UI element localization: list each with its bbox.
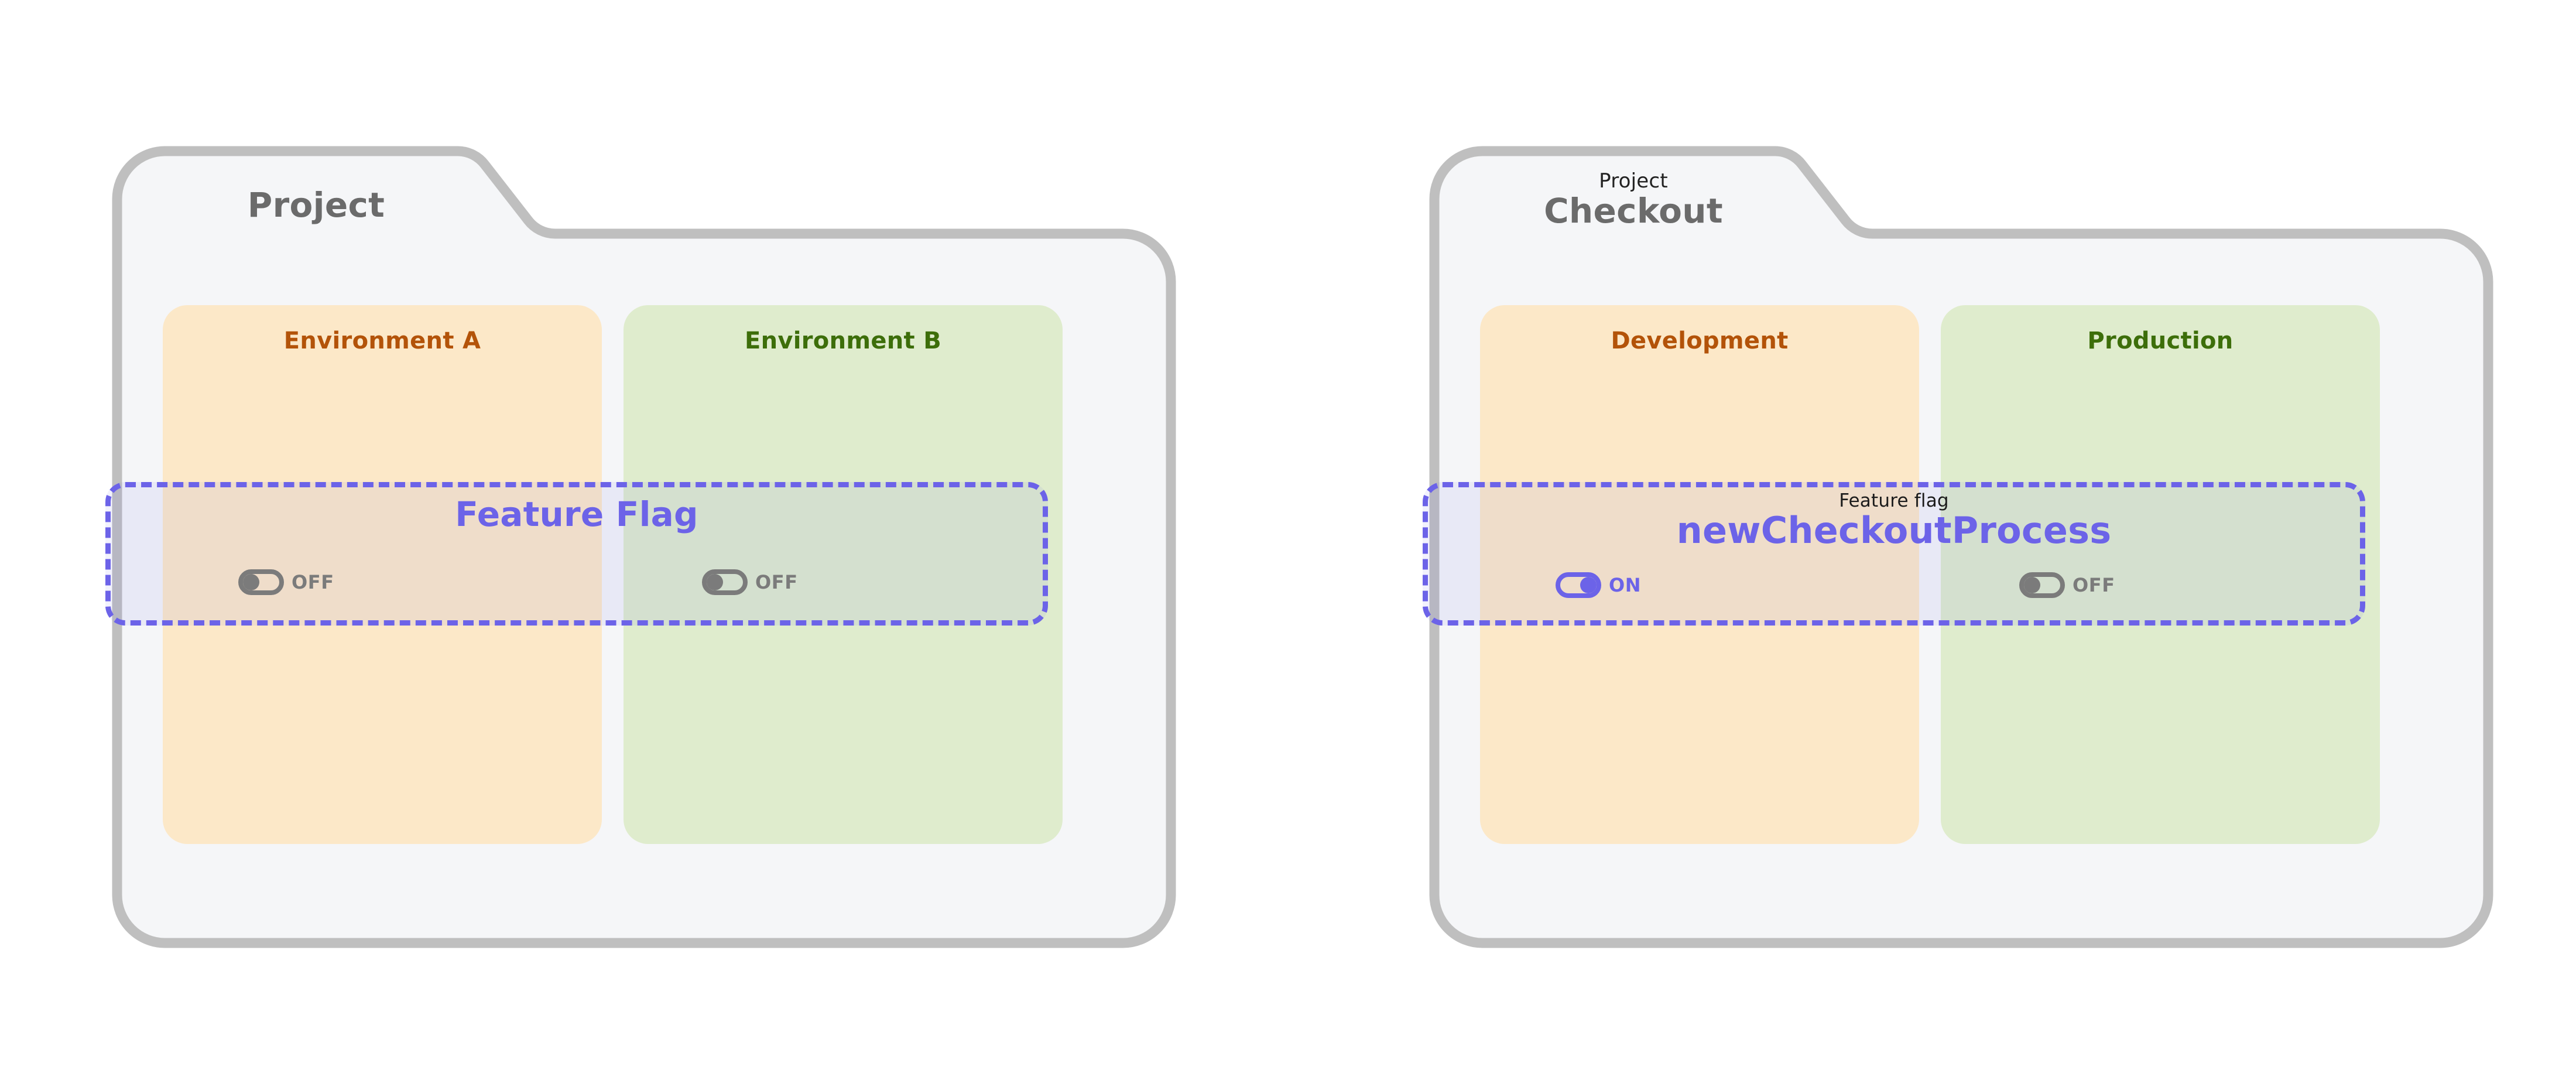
folder-project-generic[interactable]: Project Environment A Environment B Feat… (105, 145, 1177, 949)
environment-label-env-b: Environment B (745, 327, 941, 354)
feature-flag-toggle-development[interactable]: ON (1556, 572, 1641, 598)
toggle-state-label: ON (1609, 574, 1642, 596)
feature-flag-title: Feature Flag (455, 494, 698, 534)
toggle-knob (2024, 577, 2040, 593)
feature-flag-box-generic[interactable]: Feature Flag OFF OFF (105, 482, 1048, 626)
toggle-switch-on-icon[interactable] (1556, 572, 1601, 598)
feature-flag-box-checkout[interactable]: Feature flag newCheckoutProcess ON OFF (1423, 482, 2365, 626)
toggle-state-label: OFF (2073, 574, 2115, 596)
toggle-knob (243, 574, 259, 590)
toggle-switch-off-icon[interactable] (702, 569, 748, 595)
folder-project-checkout[interactable]: Project Checkout Development Production … (1423, 145, 2494, 949)
feature-flag-toggle-production[interactable]: OFF (2019, 572, 2115, 598)
toggle-switch-off-icon[interactable] (238, 569, 284, 595)
environment-card-env-b[interactable]: Environment B (624, 305, 1063, 844)
environment-label-env-a: Environment A (283, 327, 481, 354)
environment-label-production: Production (2087, 327, 2234, 354)
toggle-state-label: OFF (292, 571, 334, 593)
environment-label-development: Development (1611, 327, 1789, 354)
feature-flag-toggle-env-a[interactable]: OFF (238, 569, 334, 595)
toggle-state-label: OFF (755, 571, 798, 593)
toggle-knob (1580, 577, 1597, 593)
feature-flag-title: newCheckoutProcess (1676, 509, 2112, 552)
feature-flag-text-checkout: Feature flag newCheckoutProcess (1428, 491, 2360, 551)
toggle-switch-off-icon[interactable] (2019, 572, 2065, 598)
feature-flag-kicker: Feature flag (1839, 490, 1949, 511)
feature-flag-text-generic: Feature Flag (111, 496, 1043, 534)
environment-card-production[interactable]: Production (1941, 305, 2380, 844)
environment-card-development[interactable]: Development (1480, 305, 1919, 844)
toggle-knob (707, 574, 723, 590)
feature-flag-toggle-env-b[interactable]: OFF (702, 569, 798, 595)
environment-card-env-a[interactable]: Environment A (163, 305, 602, 844)
